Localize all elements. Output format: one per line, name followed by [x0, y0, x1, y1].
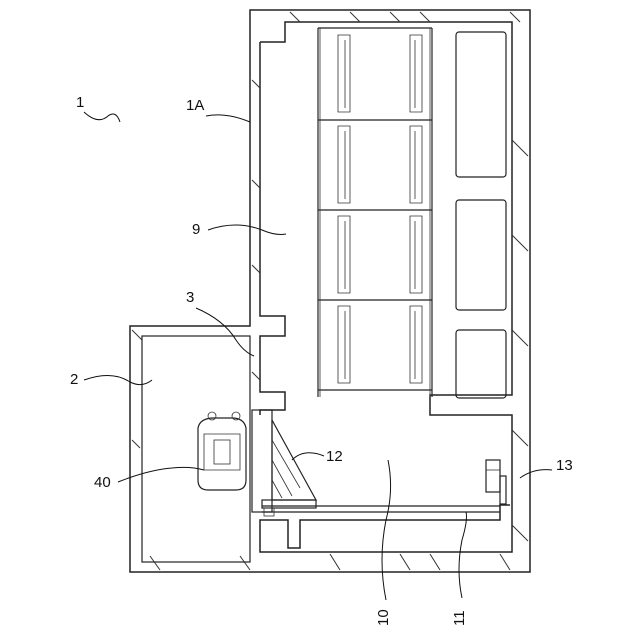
- drive-unit: [486, 460, 506, 504]
- label-transfer-area: 10: [375, 609, 392, 626]
- label-entrance-room: 2: [70, 371, 78, 388]
- label-rail: 11: [451, 610, 468, 626]
- vehicle: [198, 412, 246, 490]
- label-facility: 1: [76, 94, 84, 111]
- transfer-device: [252, 410, 316, 516]
- label-building: 1A: [186, 97, 204, 114]
- label-transfer-device: 12: [326, 448, 343, 465]
- entrance-room: [142, 336, 250, 562]
- label-storage-rack: 9: [192, 221, 200, 238]
- reference-labels: 1 1A 9 3 2 12 40 13 10 11: [70, 94, 573, 626]
- rail: [262, 506, 500, 512]
- label-vehicle: 40: [94, 474, 111, 491]
- pallet-details: [320, 28, 430, 397]
- parked-vehicles: [456, 32, 506, 398]
- storage-rack: [318, 28, 432, 397]
- label-partition: 3: [186, 289, 194, 306]
- label-drive-unit: 13: [556, 457, 573, 474]
